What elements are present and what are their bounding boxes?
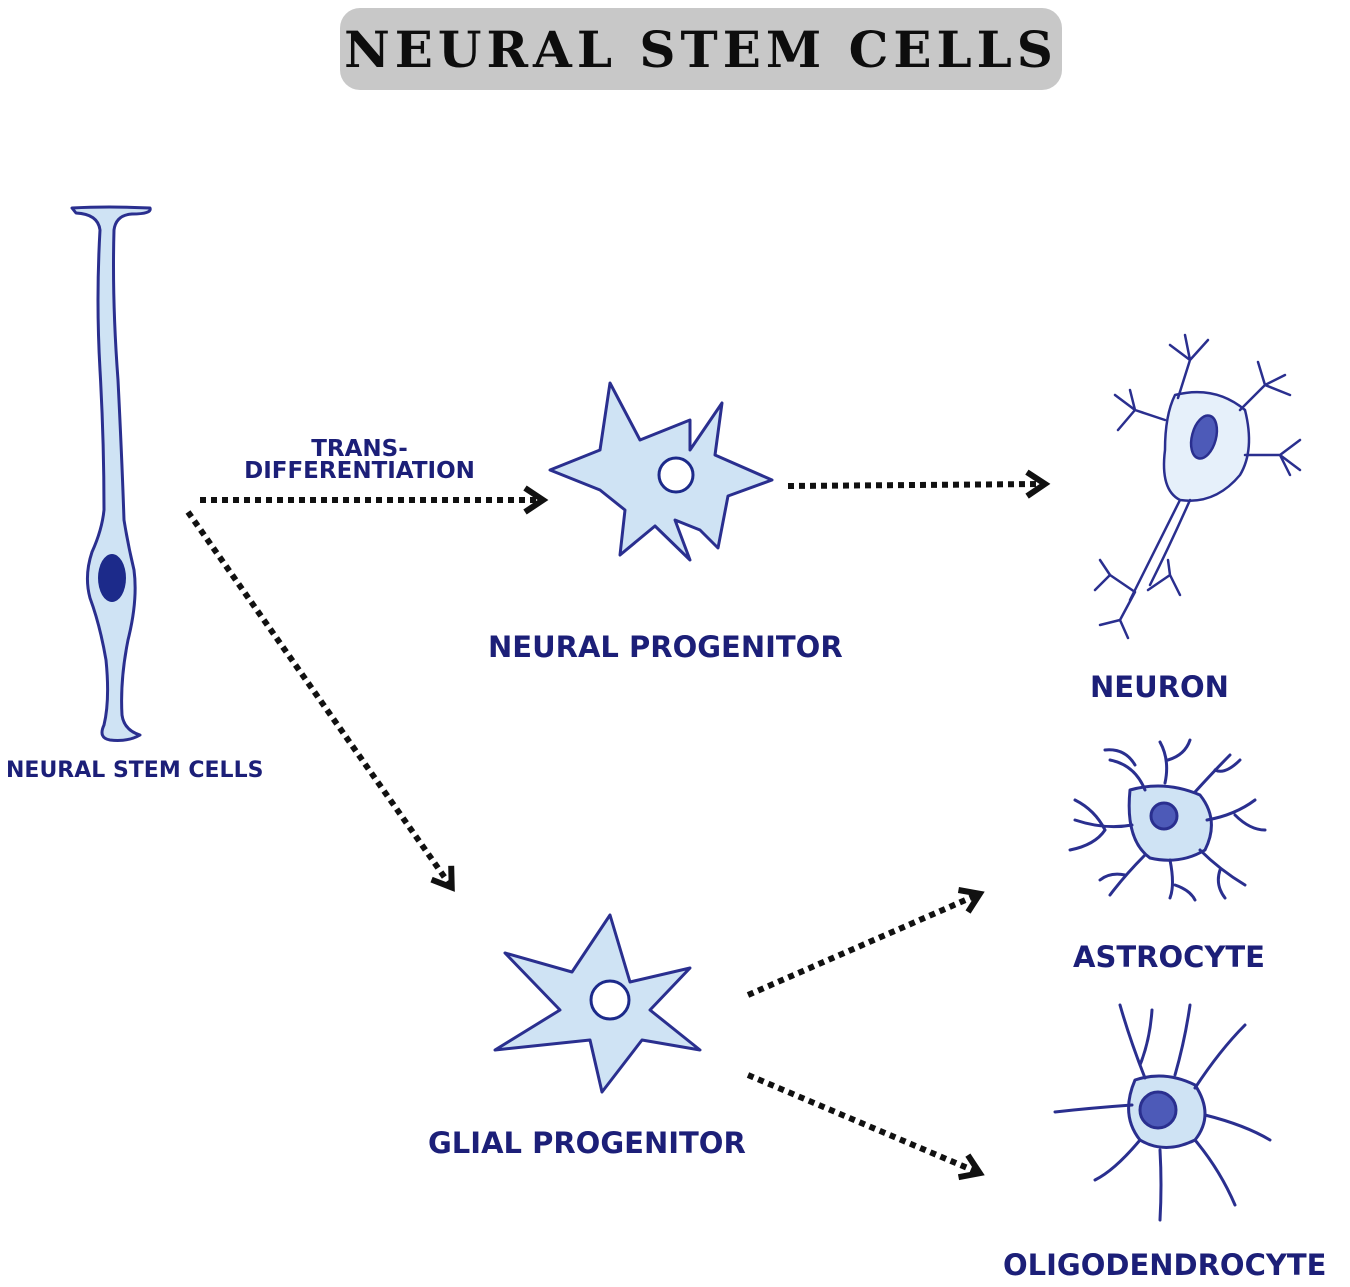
neural-progenitor-icon <box>548 381 774 562</box>
arrows <box>185 469 1051 1181</box>
glial-progenitor-label: GLIAL PROGENITOR <box>428 1126 746 1160</box>
trans-line-1: TRANS- <box>311 436 408 462</box>
astrocyte-label: ASTROCYTE <box>1073 940 1265 974</box>
stem-nucleus <box>98 554 126 602</box>
arrow-neural-progenitor-to-neuron <box>787 469 1051 499</box>
astrocyte-icon <box>1068 738 1267 902</box>
trans-line-2: DIFFERENTIATION <box>244 458 475 484</box>
neural-stem-cell-icon <box>70 205 152 742</box>
arrow-glial-to-astrocyte <box>746 887 985 998</box>
oligodendrocyte-icon <box>1053 1003 1272 1222</box>
arrow-glial-to-oligodendrocyte <box>746 1072 985 1181</box>
glial-progenitor-icon <box>493 913 702 1094</box>
diagram-title: NEURAL STEM CELLS <box>344 19 1058 79</box>
oligodendrocyte-label: OLIGODENDROCYTE <box>1003 1248 1327 1282</box>
neuron-icon <box>1093 333 1302 640</box>
transdifferentiation-label: TRANS- DIFFERENTIATION <box>222 436 497 484</box>
neural-stem-cells-label: NEURAL STEM CELLS <box>6 758 264 783</box>
neuron-label: NEURON <box>1090 670 1229 704</box>
arrow-stem-to-glial-progenitor <box>185 510 455 892</box>
title-banner: NEURAL STEM CELLS <box>340 8 1062 90</box>
neural-progenitor-label: NEURAL PROGENITOR <box>488 630 843 664</box>
